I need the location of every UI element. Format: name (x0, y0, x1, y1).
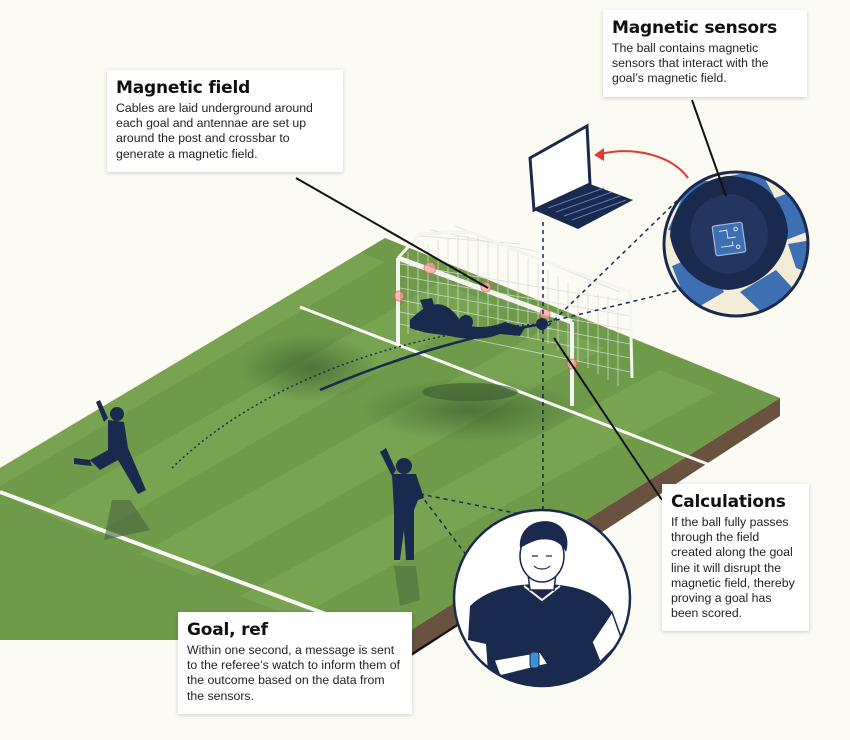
sensor-chip-icon (711, 221, 747, 257)
callout-magnetic-sensors: Magnetic sensors The ball contains magne… (603, 10, 807, 97)
data-arrow (599, 150, 689, 179)
dashed-connectors (419, 189, 689, 561)
pitch-shade (240, 334, 380, 402)
callout-goal-ref: Goal, ref Within one second, a message i… (178, 612, 412, 714)
referee-closeup (452, 508, 632, 688)
ball-marker (536, 318, 548, 330)
ball-cutaway (662, 170, 810, 318)
goal-frame-back (396, 230, 634, 379)
referee-figure (380, 448, 424, 606)
callout-title: Goal, ref (187, 620, 268, 640)
leader-lines (295, 99, 727, 655)
player-figure (74, 400, 150, 540)
callout-calculations: Calculations If the ball fully passes th… (662, 484, 809, 632)
laptop-icon (528, 123, 633, 229)
callout-title: Magnetic sensors (612, 18, 777, 38)
callout-magnetic-field: Magnetic field Cables are laid undergrou… (107, 70, 343, 172)
callout-body: Within one second, a message is sent to … (187, 643, 401, 703)
callout-title: Magnetic field (116, 78, 251, 98)
callout-body: The ball contains magnetic sensors that … (612, 41, 769, 86)
smartwatch-icon (529, 651, 540, 669)
callout-body: If the ball fully passes through the fie… (671, 515, 795, 621)
goalkeeper-figure (410, 298, 525, 401)
ball-trajectory-solid (319, 322, 543, 392)
ball-trajectory (171, 323, 543, 469)
callout-body: Cables are laid underground around each … (116, 101, 313, 161)
arrow-head-icon (594, 148, 604, 161)
callout-title: Calculations (671, 492, 786, 512)
